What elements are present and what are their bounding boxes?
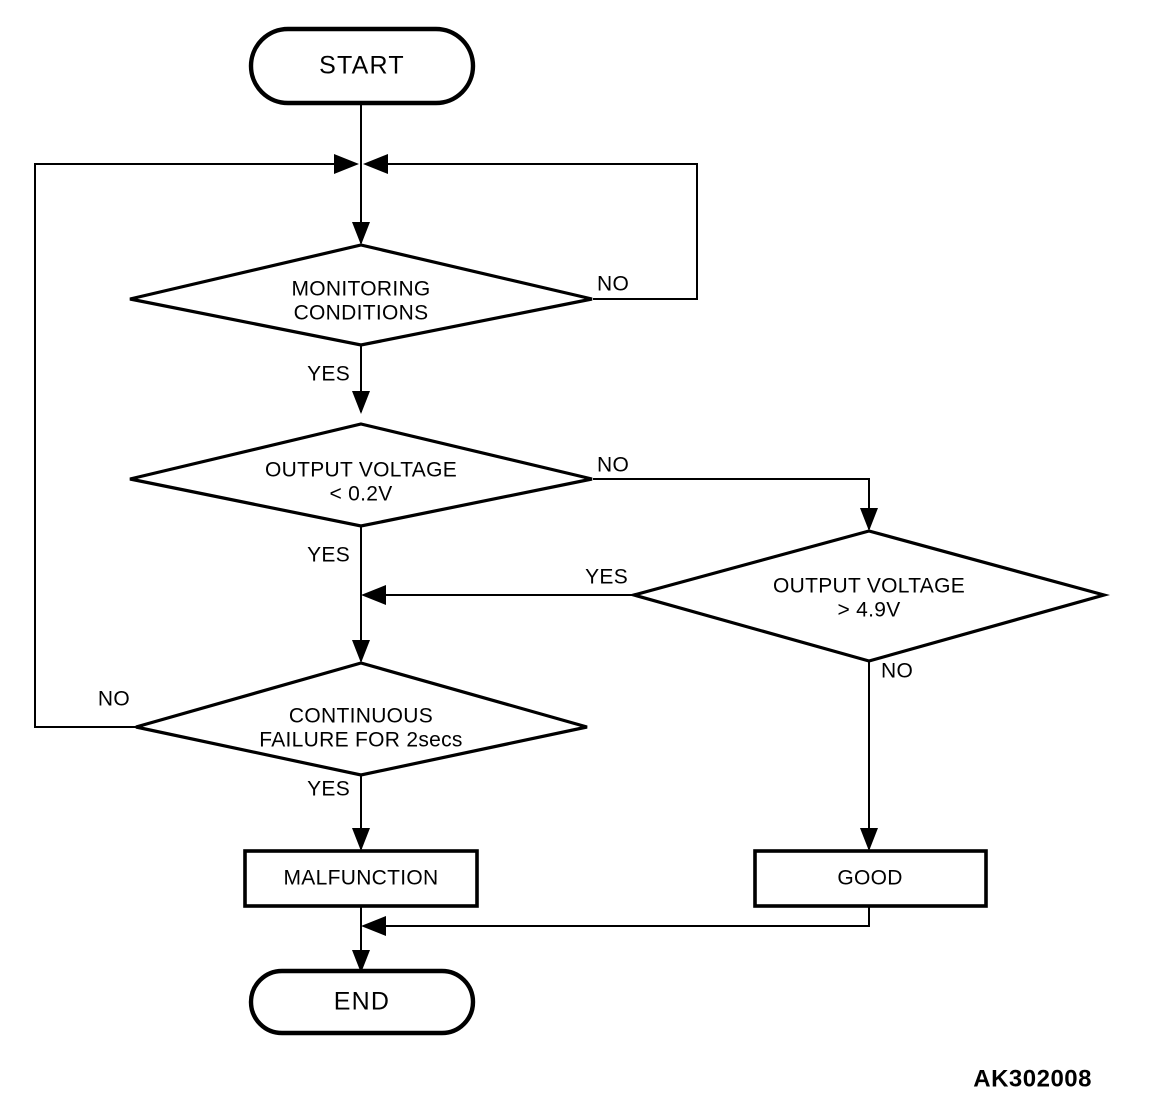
node-output-voltage-high: OUTPUT VOLTAGE > 4.9V bbox=[627, 529, 1111, 663]
output-low-decision-shape bbox=[129, 422, 593, 528]
output-high-label-line1: OUTPUT VOLTAGE bbox=[773, 575, 965, 598]
edge-good-to-end bbox=[379, 906, 870, 927]
edge-monitoring-no-loop bbox=[381, 163, 698, 300]
edge-continuous-no-loop bbox=[34, 163, 341, 728]
output-high-label-line2: > 4.9V bbox=[837, 599, 900, 622]
edge-output-low-no bbox=[593, 478, 870, 529]
end-terminal-shape bbox=[248, 968, 476, 1036]
malfunction-label: MALFUNCTION bbox=[284, 867, 439, 890]
output-high-decision-shape bbox=[627, 529, 1111, 663]
arrowhead-junction-to-monitoring bbox=[352, 222, 370, 245]
edge-label-output-high-no: NO bbox=[881, 660, 913, 683]
arrowhead-output-high-no bbox=[860, 828, 878, 851]
monitoring-decision-shape bbox=[129, 243, 593, 347]
arrowhead-monitoring-no-loop bbox=[363, 154, 388, 174]
arrowhead-continuous-no-loop bbox=[334, 154, 359, 174]
node-malfunction: MALFUNCTION bbox=[243, 849, 479, 908]
output-low-label-line2: < 0.2V bbox=[329, 483, 392, 506]
continuous-label-line2: FAILURE FOR 2secs bbox=[259, 729, 462, 752]
good-box-shape bbox=[753, 849, 988, 908]
arrowhead-output-low-yes bbox=[352, 640, 370, 663]
edge-label-output-low-no: NO bbox=[597, 454, 629, 477]
node-end: END bbox=[248, 968, 476, 1036]
figure-code-label: AK302008 bbox=[973, 1065, 1092, 1092]
output-low-label-line1: OUTPUT VOLTAGE bbox=[265, 459, 457, 482]
edge-label-output-low-yes: YES bbox=[307, 544, 350, 567]
edge-label-monitoring-no: NO bbox=[597, 273, 629, 296]
start-label: START bbox=[319, 52, 405, 80]
monitoring-label-line1: MONITORING bbox=[291, 278, 430, 301]
arrowhead-output-low-no bbox=[860, 508, 878, 531]
arrowhead-continuous-yes bbox=[352, 828, 370, 851]
monitoring-label-line2: CONDITIONS bbox=[294, 302, 429, 325]
continuous-label-line1: CONTINUOUS bbox=[289, 705, 433, 728]
edge-label-continuous-no: NO bbox=[98, 688, 130, 711]
edge-label-monitoring-yes: YES bbox=[307, 363, 350, 386]
start-terminal-shape bbox=[248, 26, 476, 106]
continuous-failure-decision-shape bbox=[135, 661, 588, 777]
node-continuous-failure: CONTINUOUS FAILURE FOR 2secs bbox=[135, 661, 588, 777]
edge-label-output-high-yes: YES bbox=[585, 566, 628, 589]
node-output-voltage-low: OUTPUT VOLTAGE < 0.2V bbox=[129, 422, 593, 528]
arrowhead-malfunction-to-end bbox=[352, 950, 370, 973]
malfunction-box-shape bbox=[243, 849, 479, 908]
arrowhead-output-high-yes bbox=[361, 585, 386, 605]
node-monitoring-conditions: MONITORING CONDITIONS bbox=[129, 243, 593, 347]
node-start: START bbox=[248, 26, 476, 106]
end-label: END bbox=[334, 988, 390, 1016]
good-label: GOOD bbox=[837, 867, 902, 890]
arrowhead-monitoring-yes bbox=[352, 391, 370, 414]
edge-label-continuous-yes: YES bbox=[307, 778, 350, 801]
arrowhead-good-to-end bbox=[361, 916, 386, 936]
node-good: GOOD bbox=[753, 849, 988, 908]
